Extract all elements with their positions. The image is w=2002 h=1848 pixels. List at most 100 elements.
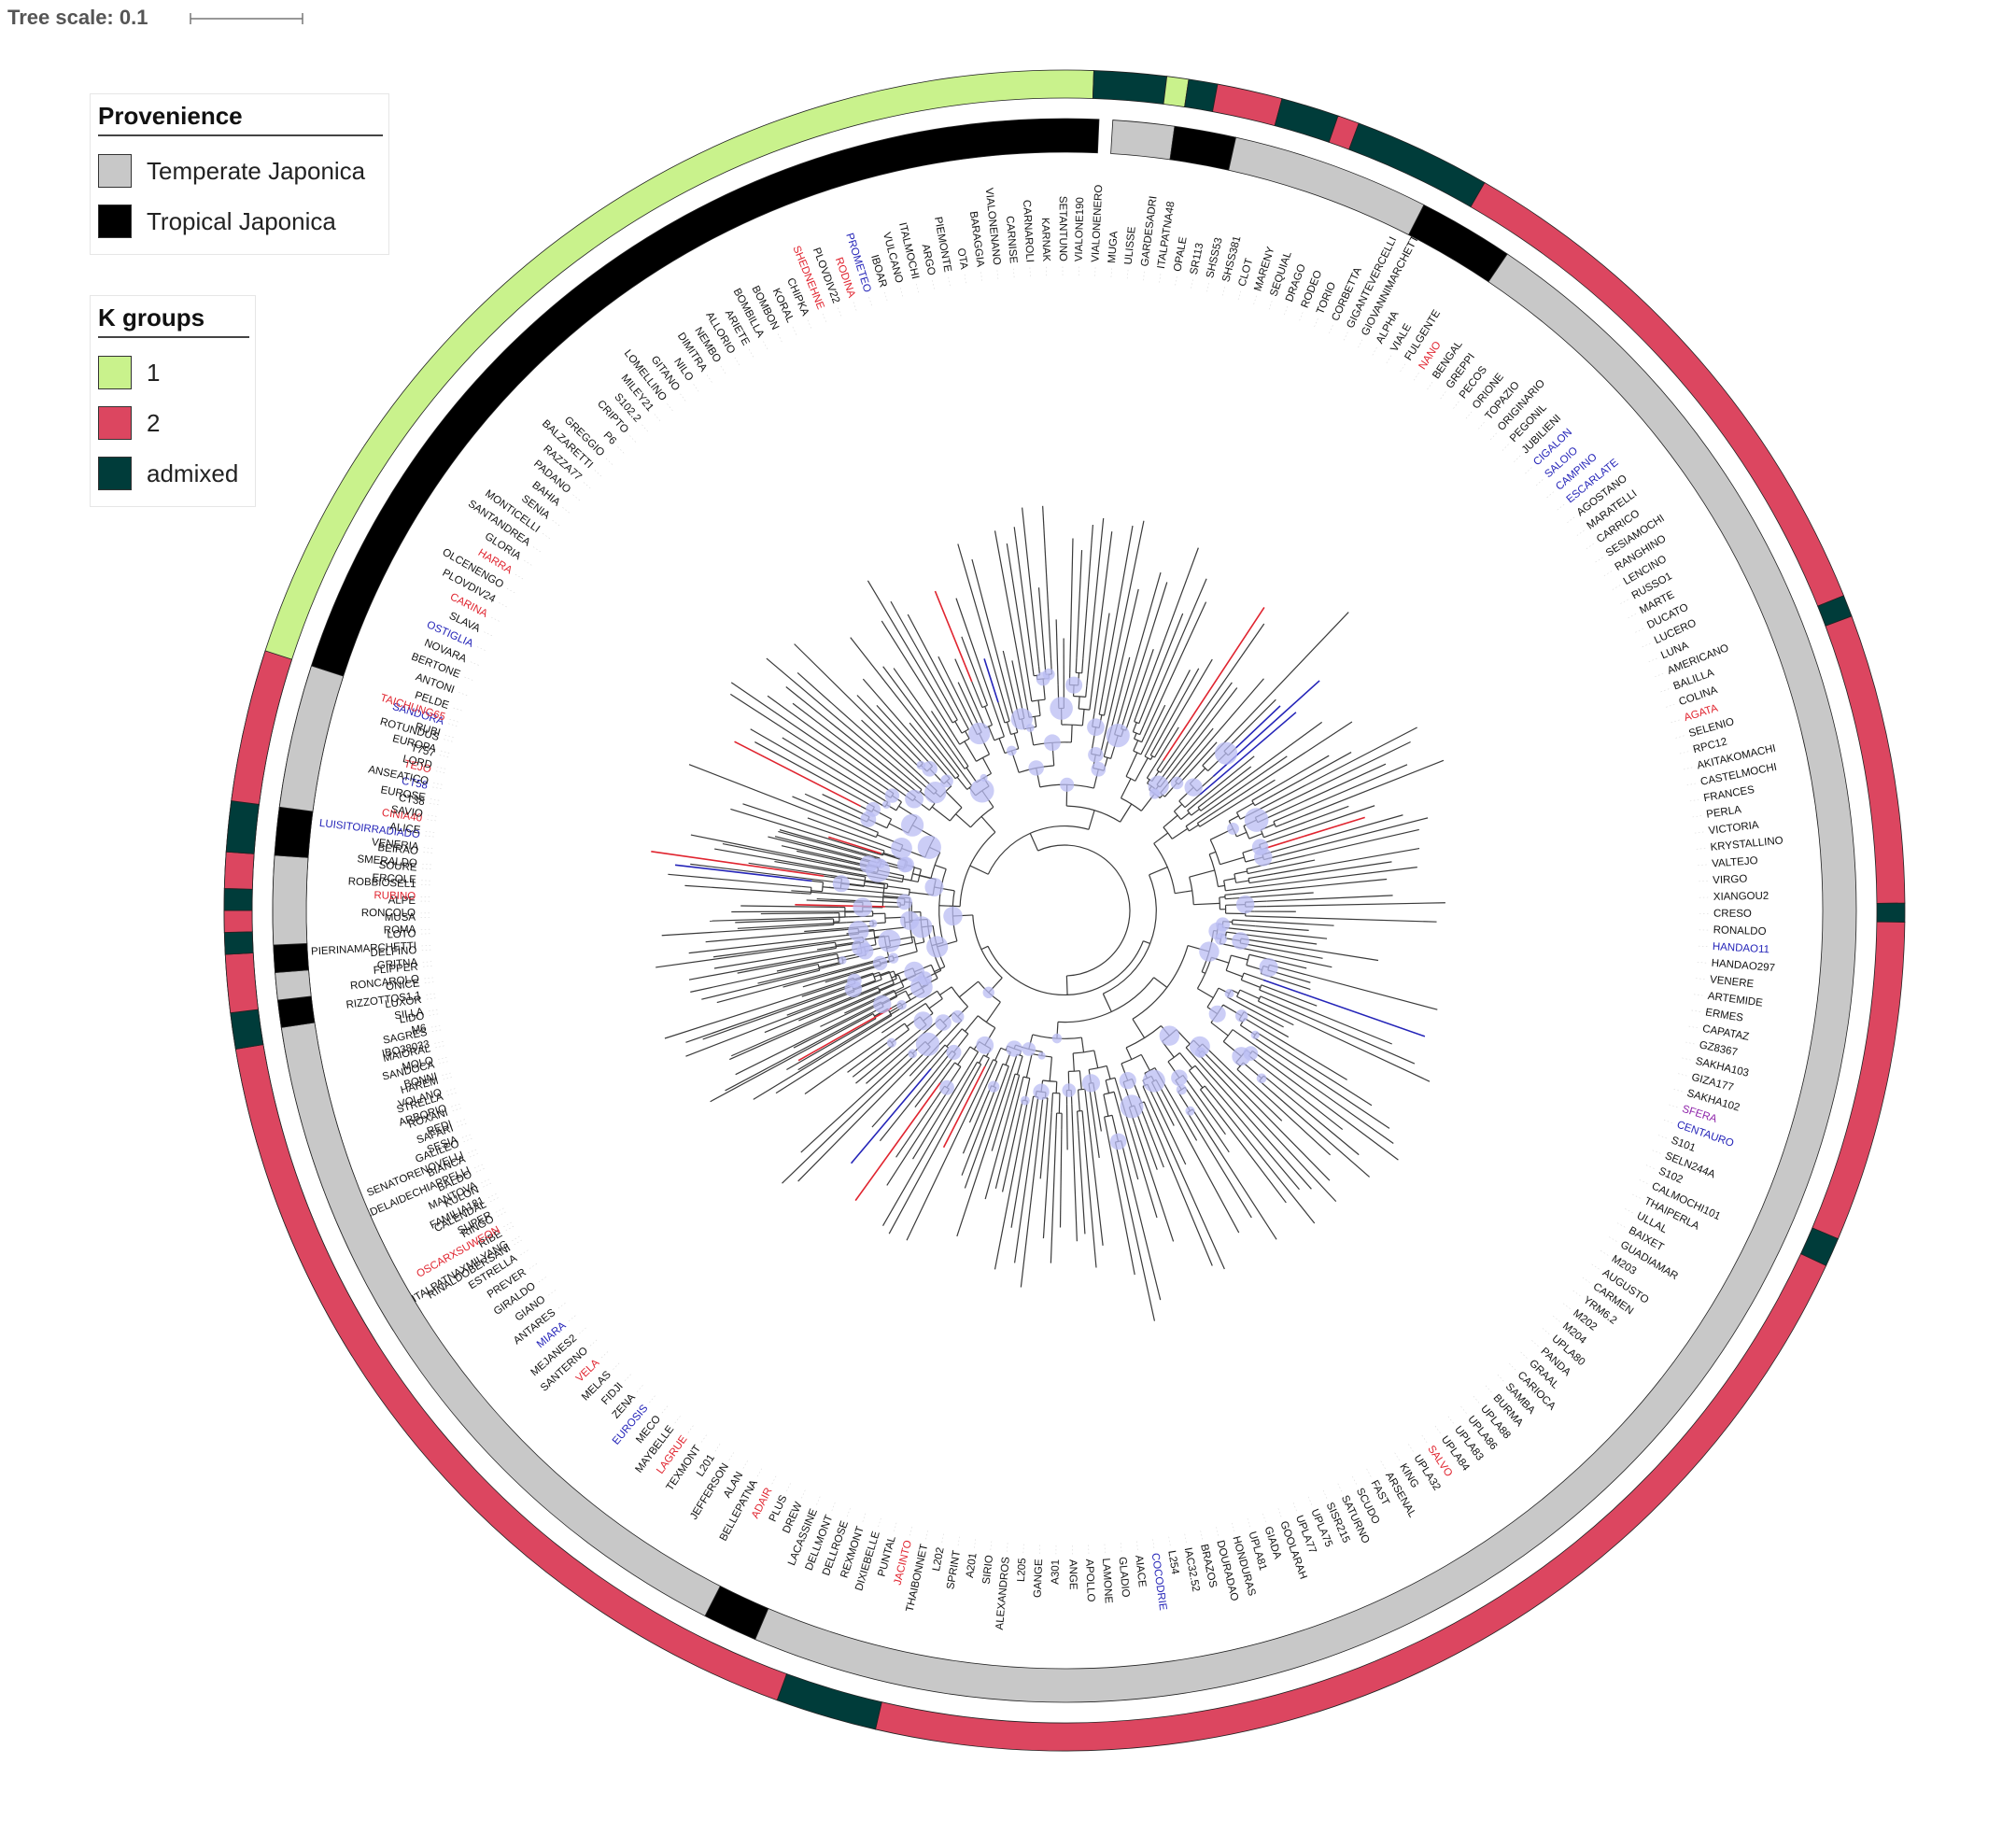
provenience-segment-1	[1110, 120, 1176, 161]
leaf-guide	[451, 707, 462, 712]
tree-stem	[1160, 762, 1168, 773]
leaf-label: OPALE	[1172, 235, 1189, 272]
tree-branch	[1107, 520, 1145, 699]
leaf-guide	[1620, 598, 1630, 604]
tree-branch	[1163, 607, 1265, 761]
tree-arc	[1134, 738, 1142, 743]
tree-branch	[909, 722, 945, 766]
tree-branch	[792, 796, 863, 826]
tree-stem	[1175, 890, 1192, 895]
tree-stem	[861, 825, 879, 834]
tree-stem	[1144, 753, 1148, 757]
leaf-guide	[455, 1119, 465, 1123]
tree-branch	[1010, 1108, 1032, 1228]
leaf-label: FRANCES	[1703, 784, 1756, 804]
k1-swatch	[98, 356, 132, 389]
tree-branch	[1215, 1099, 1316, 1224]
support-bubble	[1208, 922, 1226, 940]
tree-stem	[962, 772, 973, 786]
tree-arc	[886, 818, 893, 828]
support-bubble	[987, 1080, 1000, 1093]
k-group-segment-20	[776, 1673, 882, 1730]
leaf-guide	[628, 434, 636, 443]
legend-item-admixed: admixed	[98, 448, 249, 499]
tree-stem	[866, 992, 881, 999]
tree-branch	[888, 1073, 977, 1234]
tree-branch	[1194, 755, 1288, 821]
tree-branch	[742, 803, 879, 850]
leaf-guide	[519, 1249, 529, 1256]
tree-stem	[954, 737, 961, 745]
tree-stem	[1143, 1101, 1154, 1123]
tree-stem	[1049, 1056, 1052, 1081]
leaf-guide	[1616, 1222, 1627, 1229]
k-group-segment-6	[1092, 70, 1168, 105]
tree-branch	[1082, 524, 1093, 659]
leaf-guide	[1673, 1089, 1685, 1093]
tree-stem	[1076, 1110, 1079, 1131]
leaf-label: CARNISE	[1004, 216, 1019, 264]
leaf-label: CRESO	[1713, 909, 1752, 920]
tree-stem	[961, 716, 969, 730]
support-bubble	[1119, 1072, 1136, 1090]
leaf-label: LUXOR	[385, 995, 423, 1010]
support-bubble	[1020, 1095, 1030, 1106]
leaf-guide	[489, 616, 500, 622]
tree-stem	[1219, 896, 1226, 898]
tree-branch	[1273, 752, 1352, 797]
support-bubble	[946, 1044, 962, 1060]
leaf-guide	[436, 1056, 447, 1061]
tree-branch	[684, 884, 801, 895]
leaf-guide	[522, 559, 532, 566]
leaf-guide	[1485, 1385, 1493, 1394]
leaf-guide	[877, 1517, 881, 1529]
leaf-guide	[546, 1290, 557, 1297]
leaf-guide	[948, 275, 951, 287]
tree-arc	[1178, 800, 1186, 809]
leaf-guide	[883, 290, 888, 302]
support-bubble	[1176, 1084, 1187, 1095]
tree-stem	[1084, 1089, 1089, 1111]
tree-stem	[811, 880, 824, 883]
tree-branch	[1135, 547, 1199, 718]
tree-stem	[819, 924, 834, 926]
leaf-guide	[445, 1092, 457, 1096]
tree-stem	[1259, 989, 1276, 997]
leaf-guide	[1232, 1522, 1235, 1533]
leaf-guide	[1394, 1452, 1401, 1462]
tree-stem	[1180, 812, 1191, 821]
leaf-label: SPRINT	[945, 1549, 963, 1590]
tree-branch	[1020, 1109, 1042, 1288]
leaf-guide	[444, 1088, 456, 1093]
tree-stem	[943, 696, 958, 721]
tree-stem	[980, 945, 989, 951]
tree-stem	[1251, 789, 1271, 801]
tree-stem	[1187, 803, 1196, 811]
provenience-segment-12	[274, 806, 314, 858]
tree-branch	[1276, 1045, 1373, 1107]
tree-stem	[1027, 680, 1033, 702]
tree-stem	[1079, 1070, 1082, 1090]
leaf-guide	[1380, 1460, 1387, 1471]
tree-branch	[1191, 1053, 1312, 1190]
tree-branch	[774, 860, 843, 874]
tree-stem	[1058, 1093, 1061, 1114]
support-bubble	[1244, 808, 1269, 832]
tree-stem	[902, 878, 911, 882]
leaf-guide	[501, 1221, 512, 1228]
leaf-guide	[1567, 515, 1576, 523]
tree-stem	[1235, 880, 1249, 883]
leaf-guide	[1639, 1179, 1649, 1185]
tree-branches	[651, 505, 1445, 1321]
leaf-guide	[1222, 285, 1226, 296]
tree-arc	[910, 867, 915, 882]
leaf-guide	[1268, 299, 1273, 310]
tree-stem	[1081, 709, 1085, 727]
tree-stem	[1197, 988, 1214, 999]
leaf-label: ERMES	[1704, 1007, 1744, 1023]
tree-branch	[725, 1009, 880, 1092]
tree-stem	[1243, 972, 1263, 980]
tree-stem	[984, 1057, 990, 1067]
leaf-guide	[1562, 1303, 1572, 1310]
tree-branch	[914, 1066, 946, 1108]
